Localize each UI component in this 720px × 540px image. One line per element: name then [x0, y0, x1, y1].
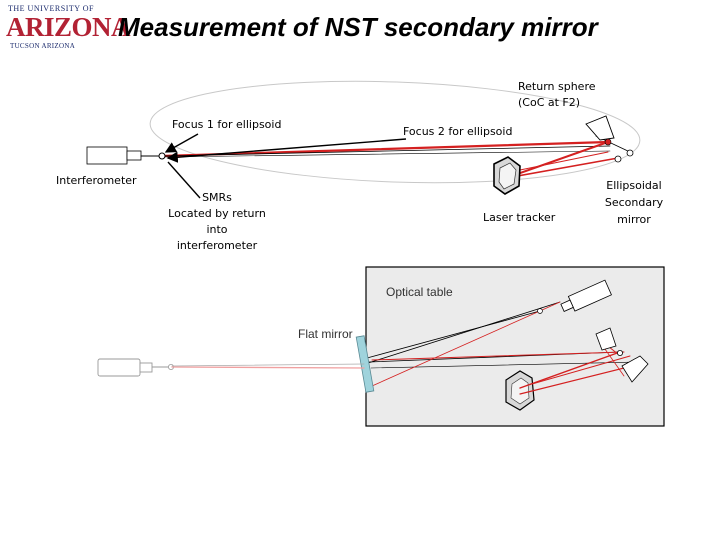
bottom-beams	[171, 363, 365, 369]
logo-line-2: ARIZONA	[6, 12, 131, 42]
table-beams	[364, 301, 641, 395]
smrs-line-2: Located by return	[168, 207, 266, 220]
ellipsoidal-label: Ellipsoidal Secondary mirror	[596, 177, 672, 228]
table-ellipsoidal-mirror-icon	[621, 355, 649, 383]
smrs-line-1: SMRs	[202, 191, 232, 204]
return-sphere-label-2: (CoC at F2)	[518, 96, 581, 109]
logo-line-3: TUCSON ARIZONA	[10, 42, 76, 50]
flat-mirror-icon	[355, 335, 375, 393]
interferometer-icon	[86, 146, 142, 165]
laser-tracker-label: Laser tracker	[483, 211, 556, 224]
focus2-label: Focus 2 for ellipsoid	[403, 125, 513, 138]
smrs-line-4: interferometer	[176, 239, 258, 252]
interferometer-label: Interferometer	[56, 174, 137, 187]
leader-lines	[164, 133, 407, 199]
focus1-label: Focus 1 for ellipsoid	[172, 118, 282, 131]
university-logo: THE UNIVERSITY OF ARIZONA TUCSON ARIZONA	[4, 4, 131, 50]
page-title: Measurement of NST secondary mirror	[118, 12, 598, 42]
focus1-point	[158, 152, 166, 160]
top-beams	[140, 135, 631, 179]
ellipsoid-outline	[149, 80, 641, 184]
smrs-line-3: into	[206, 223, 228, 236]
flat-mirror-label: Flat mirror	[298, 327, 353, 341]
ellipsoidal-line-2: Secondary	[604, 196, 664, 209]
bottom-interferometer-icon	[97, 358, 174, 377]
smrs-label: SMRs Located by return into interferomet…	[158, 190, 276, 254]
ellipsoidal-line-3: mirror	[617, 213, 651, 226]
table-laser-tracker-icon	[505, 370, 535, 411]
optical-table-label: Optical table	[386, 285, 453, 299]
logo-line-1: THE UNIVERSITY OF	[8, 4, 94, 13]
return-sphere-icon	[585, 115, 634, 163]
table-smr-point	[537, 308, 543, 314]
table-interferometer-icon	[560, 279, 612, 312]
laser-tracker-icon	[493, 156, 521, 195]
return-sphere-label-1: Return sphere	[518, 80, 596, 93]
ellipsoidal-line-1: Ellipsoidal	[606, 179, 662, 192]
